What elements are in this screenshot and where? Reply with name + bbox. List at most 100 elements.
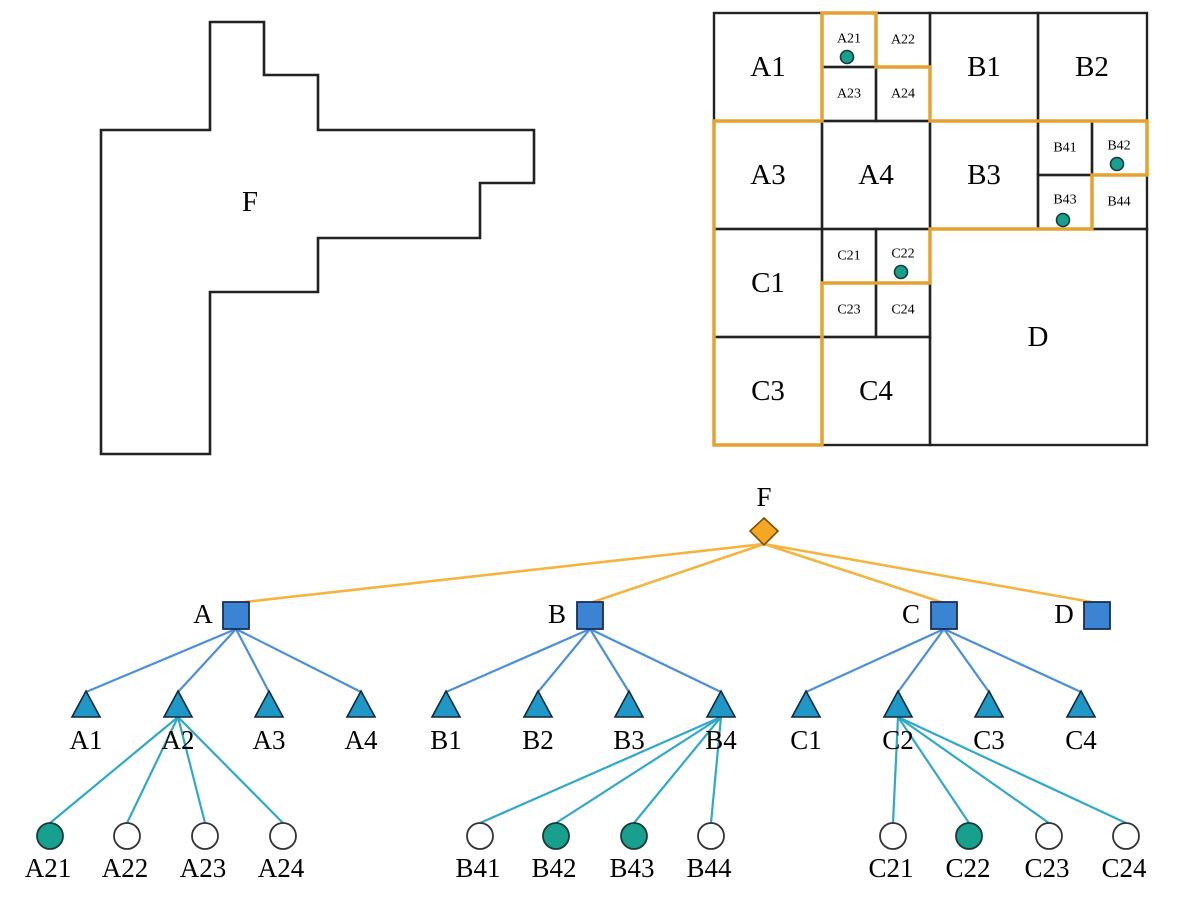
leaf-label: C22: [945, 853, 990, 883]
grid-label-C24: C24: [891, 303, 914, 318]
level3-nodes: A21 A22 A23 A24 B41 B42 B43 B44 C21 C22 …: [25, 822, 1147, 883]
grid-label-A1: A1: [750, 51, 785, 83]
level1-nodes: A B C D: [193, 599, 1111, 630]
node-label-D: D: [1054, 599, 1074, 629]
marker-dot-B43: [1055, 212, 1071, 228]
root-diamond-icon: [748, 516, 780, 547]
tree-edge: [235, 542, 765, 605]
grid-label-D: D: [1028, 321, 1049, 353]
tree-edge: [709, 716, 723, 824]
triangle-node-icon: [1065, 689, 1097, 718]
leaf-label: C24: [1101, 853, 1147, 883]
leaf-label: A21: [25, 853, 72, 883]
square-node-icon: [1083, 601, 1111, 630]
region-shape: F: [99, 20, 536, 456]
boundary-highlight: [712, 11, 1149, 447]
grid-label-B42: B42: [1107, 139, 1130, 154]
root-node: F: [748, 482, 780, 547]
leaf-label: B41: [455, 853, 500, 883]
triangle-node-icon: [70, 689, 102, 718]
tree-edge: [589, 628, 630, 693]
leaf-label: C23: [1024, 853, 1069, 883]
triangle-node-icon: [345, 689, 377, 718]
grid-label-C1: C1: [751, 267, 785, 299]
triangle-node-icon: [705, 689, 737, 718]
grid-label-A4: A4: [858, 159, 894, 191]
leaf-node-filled-icon: [36, 822, 64, 850]
tree-edge: [897, 628, 945, 693]
grid-label-A21: A21: [837, 32, 861, 47]
grid-label-A23: A23: [837, 87, 861, 102]
tree-edge: [589, 628, 722, 693]
triangle-node-icon: [522, 689, 554, 718]
leaf-label: A24: [258, 853, 305, 883]
tree-edge: [763, 542, 945, 605]
tree-edge: [479, 715, 722, 825]
tree-edge: [177, 628, 237, 693]
level2-edges: [49, 715, 1127, 825]
leaf-node-empty-icon: [879, 822, 907, 850]
grid-label-B2: B2: [1075, 51, 1109, 83]
grid-label-C4: C4: [859, 375, 893, 407]
level2-nodes: A1 A2 A3 A4 B1 B2 B3 B4 C1 C2 C3 C4: [70, 689, 1097, 755]
tree-edge: [589, 542, 765, 605]
grid-label-C21: C21: [837, 249, 860, 264]
triangle-node-icon: [162, 689, 194, 718]
leaf-node-empty-icon: [697, 822, 725, 850]
tree-edge: [891, 716, 900, 824]
grid-label-A3: A3: [750, 159, 785, 191]
marker-dot-C22: [893, 264, 909, 280]
leaf-label: C21: [868, 853, 913, 883]
level1-edges: [85, 627, 1082, 694]
grid-label-A24: A24: [891, 87, 915, 102]
root-edges: [235, 542, 1098, 605]
grid-label-C23: C23: [837, 303, 860, 318]
tree-edge: [49, 716, 179, 824]
tree-edge: [943, 628, 990, 693]
leaf-node-filled-icon: [542, 822, 570, 850]
leaf-node-empty-icon: [466, 822, 494, 850]
node-label: C2: [882, 725, 914, 755]
region-label: F: [242, 186, 258, 218]
grid-label-B1: B1: [967, 51, 1001, 83]
grid-label-B41: B41: [1053, 141, 1076, 156]
root-label: F: [756, 482, 771, 512]
node-label: A3: [253, 725, 286, 755]
grid-label-B44: B44: [1107, 195, 1130, 210]
triangle-node-icon: [882, 689, 914, 718]
tree-edge: [897, 716, 1050, 824]
node-label: C1: [790, 725, 822, 755]
region-outline: [99, 20, 536, 456]
marker-dot-A21: [839, 49, 855, 65]
leaf-label: B42: [531, 853, 576, 883]
leaf-label: A22: [102, 853, 149, 883]
square-node-icon: [930, 601, 958, 630]
tree-edge: [633, 716, 722, 824]
triangle-node-icon: [253, 689, 285, 718]
node-label-B: B: [548, 599, 566, 629]
node-label: A1: [70, 725, 103, 755]
grid-label-C22: C22: [891, 247, 914, 262]
grid-label-A22: A22: [891, 33, 915, 48]
node-label: B1: [430, 725, 462, 755]
leaf-node-filled-icon: [955, 822, 983, 850]
grid-label-C3: C3: [751, 375, 785, 407]
leaf-node-empty-icon: [269, 822, 297, 850]
marker-dot-B42: [1109, 156, 1125, 172]
tree-edge: [235, 628, 270, 693]
node-label: C4: [1065, 725, 1097, 755]
tree-edge: [897, 716, 970, 824]
tree-edge: [126, 716, 179, 824]
square-node-icon: [222, 601, 250, 630]
tree-edge: [537, 628, 591, 693]
leaf-label: B43: [609, 853, 654, 883]
leaf-label: B44: [686, 853, 732, 883]
node-label: A2: [162, 725, 195, 755]
node-label: B4: [705, 725, 737, 755]
node-label-C: C: [902, 599, 920, 629]
grid-label-B3: B3: [967, 159, 1001, 191]
triangle-node-icon: [430, 689, 462, 718]
leaf-node-empty-icon: [1035, 822, 1063, 850]
square-node-icon: [576, 601, 604, 630]
tree-edge: [177, 716, 284, 824]
